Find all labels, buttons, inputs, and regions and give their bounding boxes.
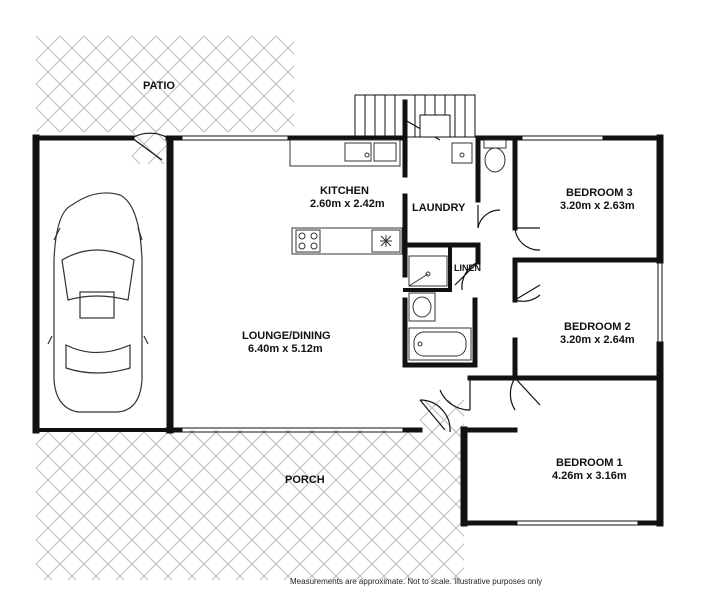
kitchen-dimensions: 2.60m x 2.42m: [310, 198, 385, 210]
laundry-tub-icon: [451, 142, 473, 164]
walls: [32, 99, 664, 527]
windows: [180, 135, 663, 526]
bedroom1-dimensions: 4.26m x 3.16m: [552, 470, 627, 482]
porch-label: PORCH: [285, 474, 325, 486]
stove-icon: [295, 229, 321, 253]
lounge-dimensions: 6.40m x 5.12m: [248, 343, 323, 355]
fridge-icon: [371, 229, 401, 253]
shower-icon: [408, 255, 448, 287]
stairs-icon: [354, 94, 476, 138]
laundry-label: LAUNDRY: [412, 202, 466, 214]
porch-area: [36, 400, 464, 580]
bedroom2-label: BEDROOM 2: [564, 321, 631, 333]
bedroom3-label: BEDROOM 3: [566, 187, 633, 199]
kitchen-label: KITCHEN: [320, 185, 369, 197]
bedroom1-label: BEDROOM 1: [556, 457, 623, 469]
sink-icon: [344, 142, 397, 162]
doors: [131, 119, 541, 433]
bedroom2-dimensions: 3.20m x 2.64m: [560, 334, 635, 346]
bedroom3-dimensions: 3.20m x 2.63m: [560, 200, 635, 212]
linen-label: LINEN: [454, 263, 481, 273]
toilet-icon: [483, 139, 507, 173]
disclaimer-text: Measurements are approximate. Not to sca…: [290, 577, 543, 586]
patio-area: [36, 36, 294, 164]
lounge-label: LOUNGE/DINING: [242, 330, 331, 342]
bathtub-icon: [408, 327, 472, 361]
vanity-icon: [408, 292, 436, 322]
patio-label: PATIO: [143, 80, 175, 92]
car-icon: [47, 192, 149, 413]
